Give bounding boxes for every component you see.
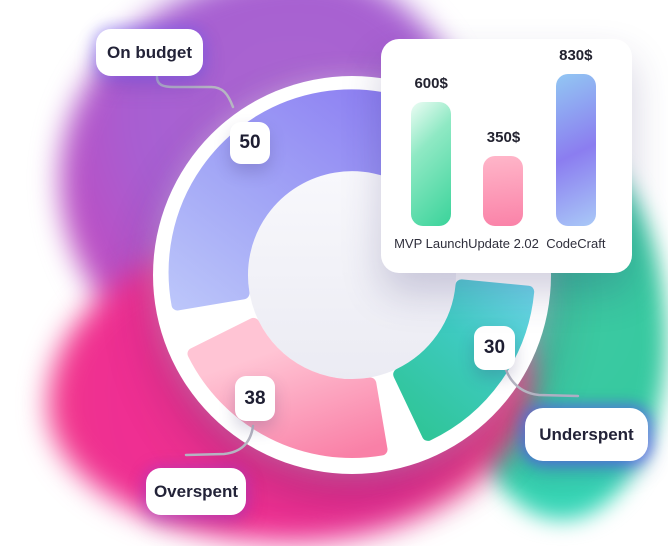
bar-value-label: 830$: [559, 47, 593, 64]
bar-column-update-202: 350$ Update 2.02: [467, 129, 539, 251]
callout-label-underspent: Underspent: [525, 408, 648, 461]
bar-value-label: 350$: [486, 129, 521, 146]
bar-codecraft: [555, 74, 596, 226]
budget-stats-card: 600$ MVP Launch 350$ Update 2.02 830$ Co…: [381, 39, 632, 273]
bar-mvp-launch: [411, 102, 452, 226]
callout-label-overspent: Overspent: [146, 468, 246, 515]
value-badge-on-budget: 50: [230, 122, 270, 164]
bar-chart: 600$ MVP Launch 350$ Update 2.02 830$ Co…: [394, 47, 612, 251]
bar-category-label: Update 2.02: [468, 236, 539, 251]
bar-category-label: MVP Launch: [394, 236, 469, 251]
bar-value-label: 600$: [414, 75, 448, 92]
value-badge-underspent: 30: [474, 326, 515, 370]
bar-column-mvp-launch: 600$ MVP Launch: [394, 75, 469, 251]
value-badge-overspent: 38: [235, 376, 275, 421]
callout-label-on-budget: On budget: [96, 29, 203, 76]
bar-column-codecraft: 830$ CodeCraft: [540, 47, 612, 251]
bar-update-202: [483, 156, 524, 226]
bar-category-label: CodeCraft: [546, 236, 606, 251]
